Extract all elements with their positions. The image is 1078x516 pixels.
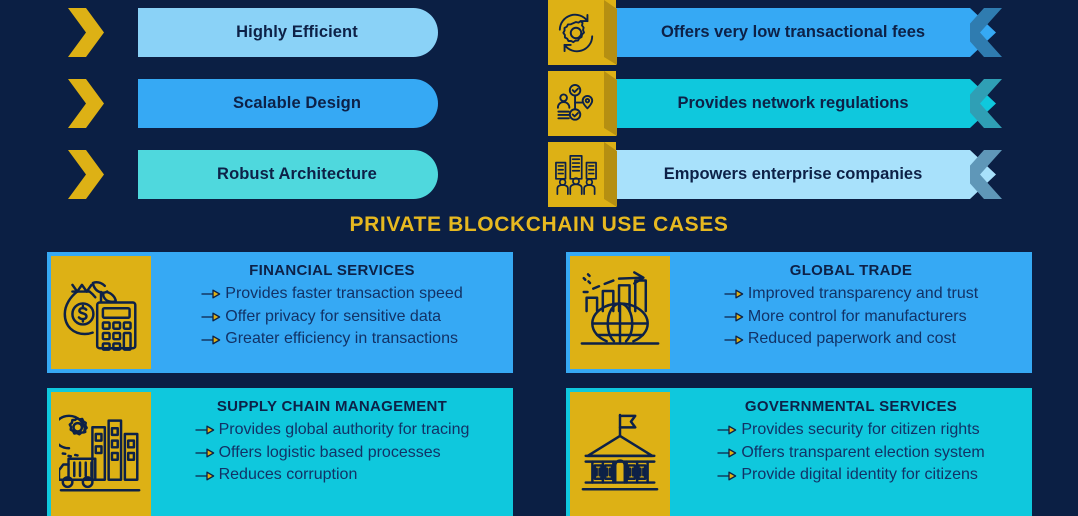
factory-truck-icon xyxy=(59,411,143,497)
arrow-bullet-icon xyxy=(717,446,737,460)
banner-icon-block-fold xyxy=(604,142,617,207)
arrow-bullet-icon xyxy=(724,310,744,324)
card-points-list: Provides global authority for tracing Of… xyxy=(194,419,470,487)
card-body: GLOBAL TRADE Improved transparency and t… xyxy=(670,252,1032,373)
card-title: FINANCIAL SERVICES xyxy=(249,262,415,279)
arrow-bullet-icon xyxy=(194,446,215,460)
list-item-label: Reduces corruption xyxy=(218,466,358,484)
list-item: Improved transparency and trust xyxy=(724,283,978,306)
banner-label: Robust Architecture xyxy=(217,165,377,183)
list-item: Offers transparent election system xyxy=(717,442,985,465)
banner-scalable-design[interactable]: Scalable Design xyxy=(68,79,438,128)
list-item-label: Reduced paperwork and cost xyxy=(747,330,956,348)
use-case-card-global-trade[interactable]: GLOBAL TRADE Improved transparency and t… xyxy=(566,252,1032,373)
banner-bar xyxy=(598,79,1016,128)
card-icon-block xyxy=(570,392,670,516)
use-case-card-supply-chain-management[interactable]: SUPPLY CHAIN MANAGEMENT Provides global … xyxy=(47,388,513,516)
arrow-bullet-icon xyxy=(717,423,737,437)
banner-empowers-enterprise[interactable]: Empowers enterprise companies xyxy=(548,142,1016,207)
card-title: GOVERNMENTAL SERVICES xyxy=(744,398,958,415)
scalable-nodes-icon xyxy=(103,87,104,121)
card-title: SUPPLY CHAIN MANAGEMENT xyxy=(216,398,448,415)
card-points-list: Provides security for citizen rights Off… xyxy=(717,419,985,487)
gear-cycle-icon xyxy=(548,0,604,65)
list-item-label: More control for manufacturers xyxy=(747,307,967,325)
card-body: SUPPLY CHAIN MANAGEMENT Provides global … xyxy=(151,388,513,516)
arrow-bullet-icon xyxy=(717,469,737,483)
list-item: Greater efficiency in transactions xyxy=(201,328,462,351)
list-item-label: Provide digital identity for citizens xyxy=(741,466,978,484)
banner-label: Highly Efficient xyxy=(236,23,358,41)
arrow-bullet-icon xyxy=(724,333,744,347)
banner-network-regulations[interactable]: Provides network regulations xyxy=(548,71,1016,136)
card-body: GOVERNMENTAL SERVICES Provides security … xyxy=(670,388,1032,516)
list-item-label: Greater efficiency in transactions xyxy=(225,330,458,348)
list-item: Reduces corruption xyxy=(194,464,470,487)
arrow-bullet-icon xyxy=(194,423,215,437)
list-item-label: Offers logistic based processes xyxy=(218,443,441,461)
arrow-bullet-icon xyxy=(194,469,215,483)
banner-label: Provides network regulations xyxy=(677,94,909,112)
arrow-bullet-icon xyxy=(201,333,221,347)
list-item-label: Provides global authority for tracing xyxy=(218,421,470,438)
use-case-card-governmental-services[interactable]: GOVERNMENTAL SERVICES Provides security … xyxy=(566,388,1032,516)
list-item: Offers logistic based processes xyxy=(194,442,470,465)
gear-in-hand-icon xyxy=(103,157,104,193)
banner-label: Empowers enterprise companies xyxy=(663,165,923,183)
page-title: PRIVATE BLOCKCHAIN USE CASES xyxy=(349,213,729,236)
card-body: FINANCIAL SERVICES Provides faster trans… xyxy=(151,252,513,373)
list-item-label: Provides security for citizen rights xyxy=(741,421,980,438)
card-points-list: Provides faster transaction speed Offer … xyxy=(201,283,463,351)
banner-robust-architecture[interactable]: Robust Architecture xyxy=(68,150,438,199)
list-item: Provides global authority for tracing xyxy=(194,419,470,442)
list-item: Provides security for citizen rights xyxy=(717,419,984,442)
monitor-network-icon xyxy=(103,16,104,50)
list-item-label: Offers transparent election system xyxy=(741,443,985,461)
arrow-bullet-icon xyxy=(201,287,221,301)
list-item: Reduced paperwork and cost xyxy=(724,328,978,351)
money-bag-calculator-icon xyxy=(61,271,141,355)
list-item-label: Improved transparency and trust xyxy=(747,285,979,302)
card-icon-block xyxy=(570,256,670,369)
card-title: GLOBAL TRADE xyxy=(789,262,913,279)
list-item: More control for manufacturers xyxy=(724,306,978,329)
banner-icon-block-fold xyxy=(604,0,617,65)
arrow-bullet-icon xyxy=(724,287,744,301)
banner-bar xyxy=(598,150,1016,199)
government-building-icon xyxy=(580,411,660,497)
list-item: Offer privacy for sensitive data xyxy=(201,306,462,329)
banner-icon-block-fold xyxy=(604,71,617,136)
card-icon-block xyxy=(51,392,151,516)
list-item-label: Provides faster transaction speed xyxy=(225,285,463,302)
banner-bar xyxy=(138,150,438,199)
banner-low-transactional-fees[interactable]: Offers very low transactional fees xyxy=(548,0,1016,65)
enterprise-buildings-icon xyxy=(548,142,604,207)
arrow-bullet-icon xyxy=(201,310,221,324)
card-points-list: Improved transparency and trust More con… xyxy=(724,283,978,351)
banner-highly-efficient[interactable]: Highly Efficient xyxy=(68,8,438,57)
banner-bar xyxy=(138,8,438,57)
list-item-label: Offer privacy for sensitive data xyxy=(225,307,442,325)
use-case-card-financial-services[interactable]: FINANCIAL SERVICES Provides faster trans… xyxy=(47,252,513,373)
banner-bar xyxy=(138,79,438,128)
globe-growth-chart-icon xyxy=(578,270,662,355)
list-item: Provide digital identity for citizens xyxy=(717,464,984,487)
list-item: Provides faster transaction speed xyxy=(201,283,463,306)
banner-label: Offers very low transactional fees xyxy=(660,23,926,41)
banner-bar xyxy=(598,8,1016,57)
network-approval-icon xyxy=(548,71,604,136)
banner-label: Scalable Design xyxy=(232,94,362,112)
card-icon-block xyxy=(51,256,151,369)
